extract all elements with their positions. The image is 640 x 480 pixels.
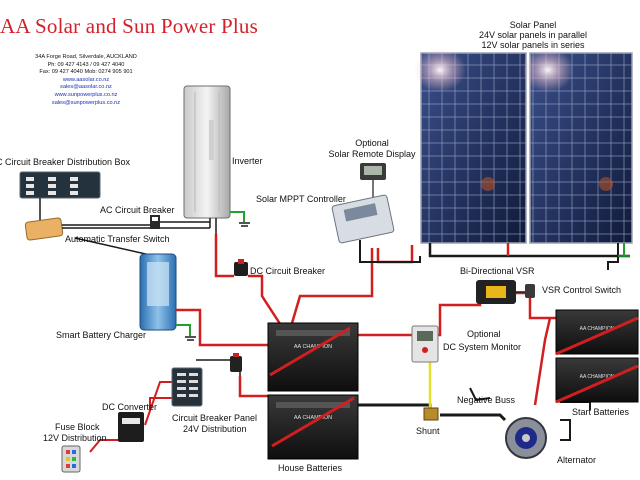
alternator-label: Alternator (557, 455, 596, 465)
dc-breaker-label: DC Circuit Breaker (250, 266, 325, 276)
remote-display (360, 163, 386, 180)
dc-converter (118, 412, 144, 442)
dist-24v-label: 24V Distribution (183, 424, 247, 434)
battery-charger (140, 254, 176, 330)
optional-monitor-label: Optional (467, 329, 501, 339)
optional-display-label: Optional (322, 138, 422, 148)
dc-monitor (412, 326, 438, 362)
solar-panel-left (414, 48, 526, 243)
solar-panel-label: Solar Panel (472, 20, 594, 30)
solar-panel-right (522, 48, 632, 243)
small-breaker (230, 353, 242, 372)
remote-display-label: Solar Remote Display (310, 149, 434, 159)
vsr-control-switch (525, 284, 535, 298)
charger-label: Smart Battery Charger (56, 330, 146, 340)
converter-label: DC Converter (102, 402, 157, 412)
cb-panel-24v (172, 368, 202, 406)
fuse-block (62, 446, 80, 472)
shunt-label: Shunt (416, 426, 440, 436)
cb-panel-label: Circuit Breaker Panel (172, 413, 257, 423)
ac-breaker-label: AC Circuit Breaker (100, 205, 175, 215)
dc-breaker (234, 259, 248, 276)
fuse-block-label: Fuse Block (55, 422, 100, 432)
panels-series-label: 12V solar panels in series (462, 40, 604, 50)
alternator-unit (506, 418, 546, 458)
ac-distribution-label: AC Circuit Breaker Distribution Box (0, 157, 130, 167)
dc-monitor-label: DC System Monitor (443, 342, 521, 352)
transfer-switch (25, 218, 63, 241)
vsr-switch-label: VSR Control Switch (542, 285, 621, 295)
panels-parallel-label: 24V solar panels in parallel (462, 30, 604, 40)
house-batteries-label: House Batteries (278, 463, 342, 473)
inverter-unit (184, 86, 230, 218)
ac-distribution-box (20, 172, 100, 198)
house-battery-top: AA CHAMPION (268, 323, 358, 391)
ac-breaker (150, 215, 160, 229)
transfer-switch-label: Automatic Transfer Switch (65, 234, 170, 244)
vsr-unit (476, 280, 516, 304)
negative-buss-label: Negative Buss (457, 395, 515, 405)
vsr-label: Bi-Directional VSR (460, 266, 535, 276)
inverter-label: Inverter (232, 156, 263, 166)
mppt-label: Solar MPPT Controller (256, 194, 346, 204)
dist-12v-label: 12V Distribution (43, 433, 107, 443)
battery-brand-label: AA CHAMPION (294, 415, 332, 421)
start-batteries-label: Start Batteries (572, 407, 629, 417)
shunt-block (424, 408, 438, 420)
